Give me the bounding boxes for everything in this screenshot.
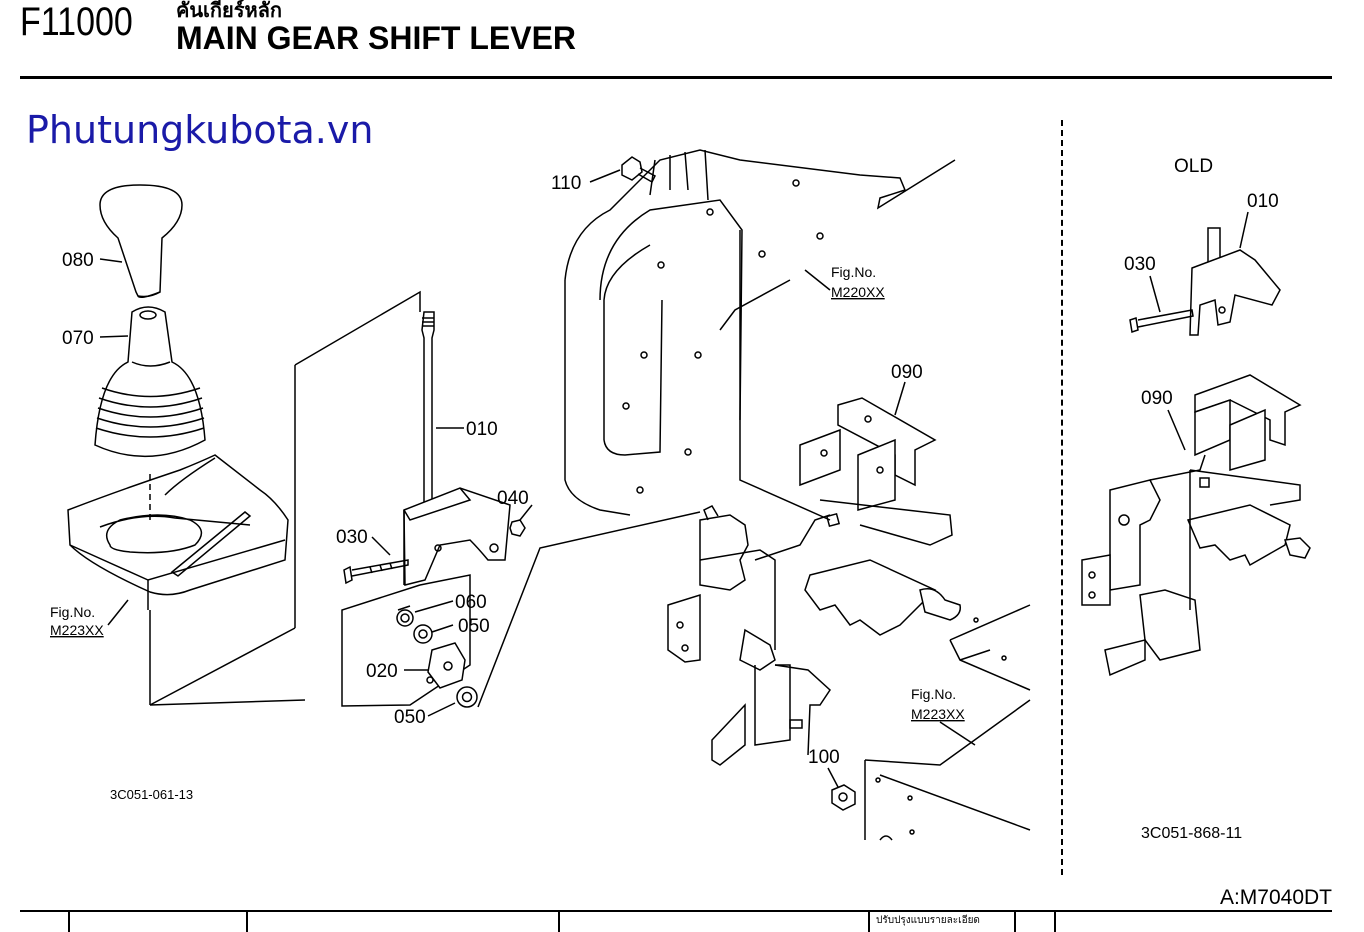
fig-ref-right: M223XX xyxy=(911,706,965,722)
label-090: 090 xyxy=(891,362,923,383)
label-110: 110 xyxy=(551,173,581,194)
label-100: 100 xyxy=(808,747,840,768)
old-label: OLD xyxy=(1174,156,1213,177)
label-040: 040 xyxy=(497,488,529,509)
label-030: 030 xyxy=(336,527,368,548)
fig-label-m220: Fig.No. xyxy=(831,264,876,280)
boot-070[interactable] xyxy=(94,306,206,458)
model-code: A:M7040DT xyxy=(1219,886,1332,909)
bolt-030[interactable] xyxy=(343,559,409,585)
nut-040[interactable] xyxy=(509,519,526,537)
page-title: MAIN GEAR SHIFT LEVER xyxy=(176,20,577,56)
watermark-text: Phutungkubota.vn xyxy=(26,108,374,152)
label-080: 080 xyxy=(62,250,94,271)
footer-rule xyxy=(20,910,1332,912)
label-old-030: 030 xyxy=(1124,254,1156,275)
footer-cell-divider xyxy=(868,912,870,932)
footer-cell-divider xyxy=(246,912,248,932)
label-070: 070 xyxy=(62,328,94,349)
knob-080[interactable] xyxy=(99,184,183,299)
diagram-code-left: 3C051-061-13 xyxy=(110,787,193,802)
fig-label-left: Fig.No. xyxy=(50,604,95,620)
fig-ref-m220: M220XX xyxy=(831,284,885,300)
bolt-110[interactable] xyxy=(621,156,656,184)
linkage-assembly xyxy=(667,505,831,766)
block-020[interactable] xyxy=(426,642,466,689)
floor-m223 xyxy=(864,604,1031,841)
washer-050b[interactable] xyxy=(456,686,478,708)
fig-label-right: Fig.No. xyxy=(911,686,956,702)
footer-cell-divider xyxy=(68,912,70,932)
label-010: 010 xyxy=(466,419,498,440)
footer-cell-divider xyxy=(1014,912,1016,932)
thai-title: คันเกียร์หลัก xyxy=(176,0,283,22)
old-lever-010[interactable] xyxy=(1189,227,1281,336)
bracket-090[interactable] xyxy=(799,397,962,636)
header-rule xyxy=(20,76,1332,79)
clip-060[interactable] xyxy=(396,605,414,627)
lever-010[interactable] xyxy=(403,311,511,586)
footer-cell-divider xyxy=(558,912,560,932)
label-050b: 050 xyxy=(394,707,426,728)
label-060: 060 xyxy=(455,592,487,613)
panel-m220 xyxy=(564,149,956,521)
footer-note: ปรับปรุงแบบรายละเอียด xyxy=(876,915,980,926)
label-020: 020 xyxy=(366,661,398,682)
cover-m223 xyxy=(67,454,289,610)
section-divider xyxy=(1061,120,1063,875)
section-code: F11000 xyxy=(20,0,133,44)
label-old-010: 010 xyxy=(1247,191,1279,212)
nut-100[interactable] xyxy=(831,784,856,811)
old-bracket-090[interactable] xyxy=(1081,374,1311,677)
washer-050a[interactable] xyxy=(413,624,433,644)
label-050a: 050 xyxy=(458,616,490,637)
diagram-code-right: 3C051-868-11 xyxy=(1141,825,1242,842)
fig-ref-left: M223XX xyxy=(50,622,104,638)
footer-cell-divider xyxy=(1054,912,1056,932)
label-old-090: 090 xyxy=(1141,388,1173,409)
old-bolt-030[interactable] xyxy=(1129,309,1194,333)
